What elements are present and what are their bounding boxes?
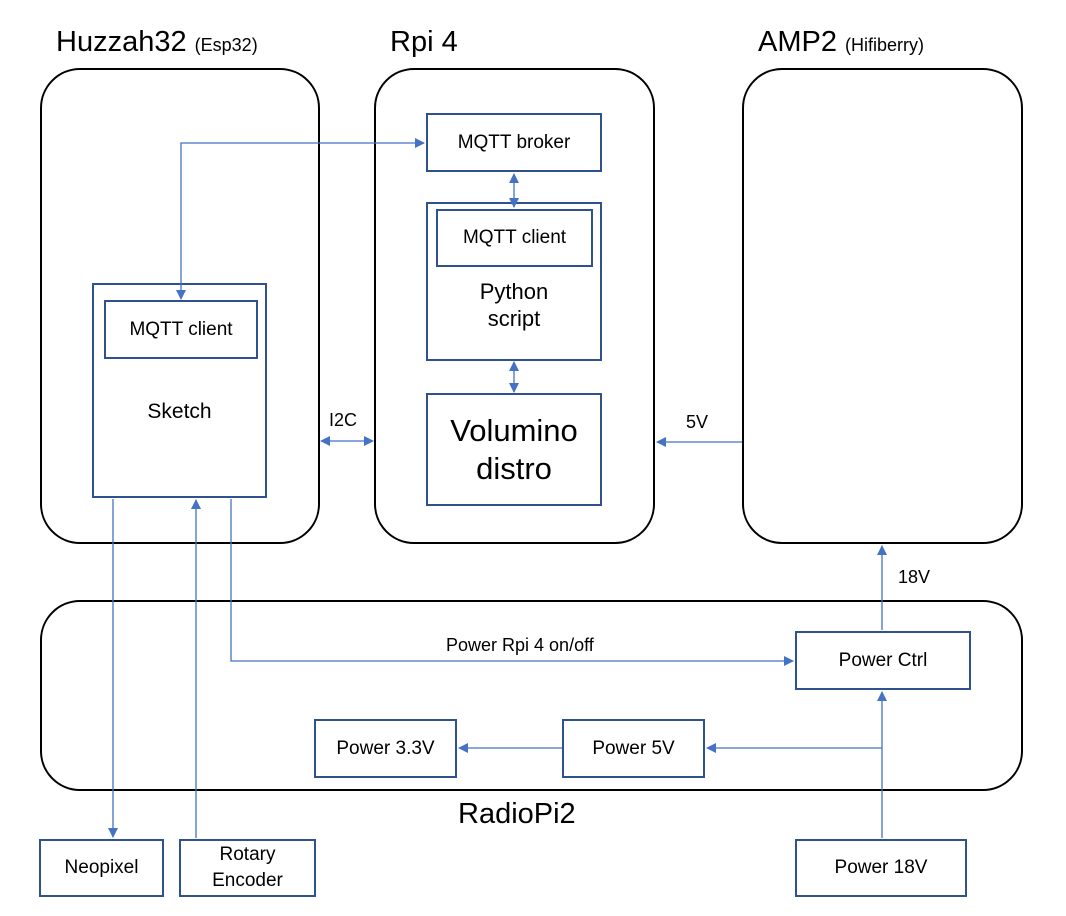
amp2-title: AMP2 (Hifiberry)	[758, 26, 924, 59]
python-script-label: Python script	[426, 270, 602, 340]
neopixel-box: Neopixel	[39, 839, 164, 897]
huzzah32-title-sub: (Esp32)	[194, 35, 258, 55]
rpi-mqtt-client-box: MQTT client	[436, 209, 593, 267]
rotary-encoder-box: Rotary Encoder	[179, 839, 316, 897]
amp2-container	[742, 68, 1023, 544]
volumino-line1: Volumino	[450, 413, 578, 449]
volumino-distro-box: Volumino distro	[426, 393, 602, 506]
rotary-line1: Rotary	[219, 844, 276, 866]
18v-label: 18V	[898, 567, 931, 587]
power-3v3-box: Power 3.3V	[314, 719, 457, 778]
5v-label: 5V	[686, 412, 709, 432]
volumino-line2: distro	[476, 450, 552, 486]
sketch-label: Sketch	[147, 399, 212, 423]
power-rpi-line	[230, 499, 794, 666]
i2c-label: I2C	[329, 410, 358, 430]
amp2-title-main: AMP2	[758, 26, 837, 58]
rotary-line2: Encoder	[212, 870, 283, 891]
huzzah32-title: Huzzah32 (Esp32)	[56, 26, 258, 59]
power-rpi-label: Power Rpi 4 on/off	[446, 635, 594, 655]
power-5v-box: Power 5V	[562, 719, 705, 778]
huzzah32-title-main: Huzzah32	[56, 26, 187, 58]
mqtt-broker-box: MQTT broker	[426, 113, 602, 172]
amp2-title-sub: (Hifiberry)	[845, 35, 925, 55]
huzzah-mqtt-client-box: MQTT client	[104, 300, 258, 359]
power-18v-box: Power 18V	[795, 839, 967, 897]
rpi4-title: Rpi 4	[390, 26, 458, 58]
python-script-line2: script	[487, 306, 541, 331]
python-script-line1: Python	[479, 278, 549, 304]
power-ctrl-box: Power Ctrl	[795, 631, 971, 690]
mqtt-link-line	[176, 138, 425, 300]
radiopi2-title: RadioPi2	[458, 798, 576, 830]
